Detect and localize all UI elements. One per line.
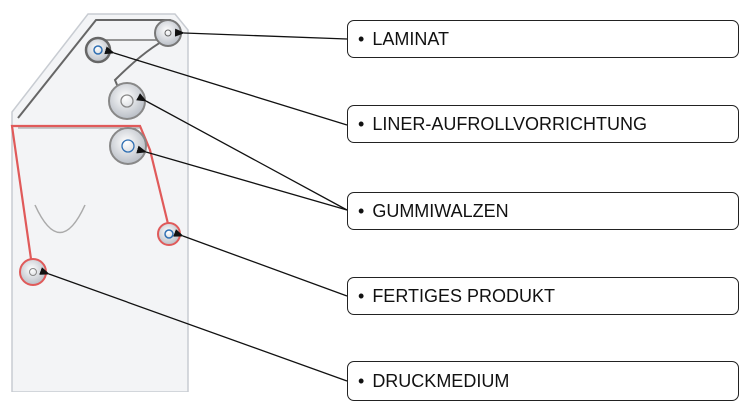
callout-liner: • LINER-AUFROLLVORRICHTUNG [347, 105, 739, 143]
machine-frame [11, 13, 189, 392]
bullet: • [358, 113, 365, 134]
roller-gummi-upper [108, 82, 146, 120]
bullet: • [358, 200, 365, 221]
roller-icon [157, 222, 181, 246]
roller-fertig [157, 222, 181, 246]
callout-label-druckmedium: DRUCKMEDIUM [372, 370, 510, 391]
roller-liner [84, 36, 112, 64]
callout-laminat: • LAMINAT [347, 20, 739, 58]
leader-lines [39, 28, 348, 382]
arrow-icon [104, 46, 348, 126]
bullet: • [358, 285, 365, 306]
callout-fertiges-produkt: • FERTIGES PRODUKT [347, 277, 739, 315]
arrow-icon [173, 229, 348, 297]
roller-laminat [154, 19, 182, 47]
roller-icon [19, 258, 47, 286]
arrow-icon [136, 145, 348, 211]
roller-icon [154, 19, 182, 47]
bullet: • [358, 370, 365, 391]
callout-label-liner: LINER-AUFROLLVORRICHTUNG [372, 113, 648, 134]
callout-gummiwalzen: • GUMMIWALZEN [347, 192, 739, 230]
arrow-icon [39, 267, 348, 382]
printer-diagram [10, 13, 348, 392]
roller-icon [108, 82, 146, 120]
callout-label-laminat: LAMINAT [372, 28, 449, 49]
callout-label-gummiwalzen: GUMMIWALZEN [372, 200, 509, 221]
roller-druck [19, 258, 47, 286]
roller-icon [109, 127, 147, 165]
bullet: • [358, 28, 365, 49]
arrow-icon [174, 28, 348, 40]
arrow-icon [136, 93, 348, 211]
media-path [10, 124, 172, 281]
tensioner-arc [34, 204, 86, 234]
callout-druckmedium: • DRUCKMEDIUM [347, 361, 739, 401]
callout-label-fertiges-produkt: FERTIGES PRODUKT [372, 285, 556, 306]
roller-icon [84, 36, 112, 64]
roller-gummi-lower [109, 127, 147, 165]
